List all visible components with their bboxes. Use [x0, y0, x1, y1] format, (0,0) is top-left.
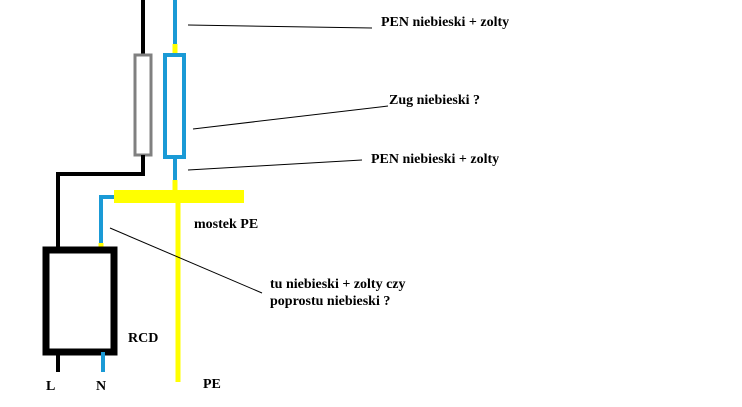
l-fuse	[133, 53, 153, 157]
leader-question	[109, 227, 263, 294]
label-rcd: RCD	[128, 331, 159, 346]
label-question-line2: poprostu niebieski ?	[270, 294, 391, 309]
leader-pen-mid	[187, 159, 363, 171]
label-pen-mid: PEN niebieski + zolty	[371, 152, 500, 167]
leader-zug	[192, 105, 389, 130]
label-pen-top: PEN niebieski + zolty	[381, 15, 510, 30]
zug-element	[163, 53, 186, 159]
l-wire-to-rcd	[56, 155, 145, 250]
label-terminal-l: L	[46, 379, 56, 394]
label-mostek-pe: mostek PE	[194, 217, 259, 232]
n-wire-to-rcd	[99, 195, 114, 245]
label-terminal-n: N	[96, 379, 107, 394]
label-question-line1: tu niebieski + zolty czy	[270, 277, 406, 292]
rcd-box	[42, 246, 118, 356]
label-terminal-pe: PE	[203, 377, 221, 392]
label-zug: Zug niebieski ?	[389, 93, 481, 108]
leader-pen-top	[187, 24, 373, 29]
